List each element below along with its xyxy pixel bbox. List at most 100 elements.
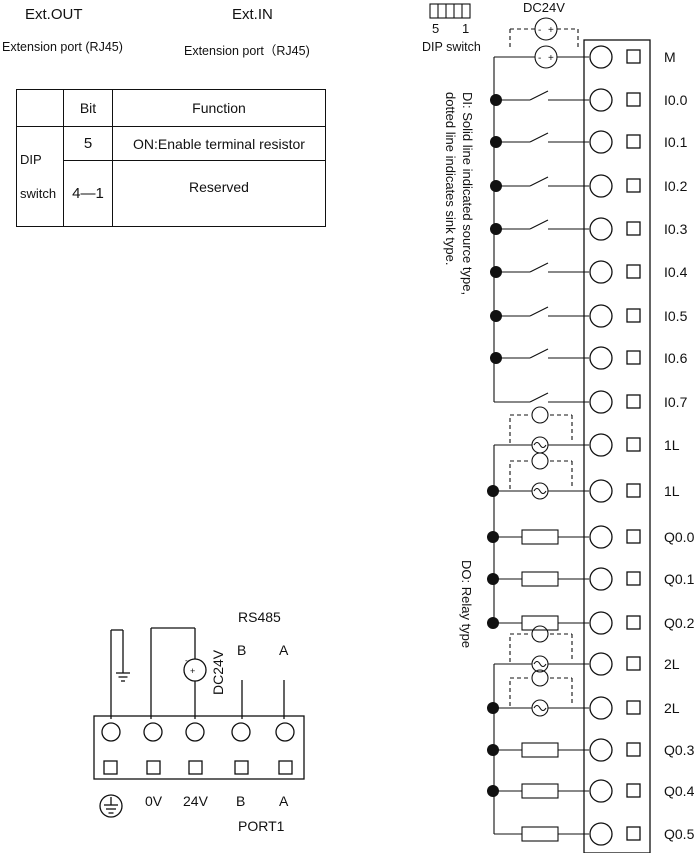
terminal-indicator (626, 264, 641, 279)
port1-terminal-b (231, 722, 251, 742)
di-junction-dot (490, 136, 502, 148)
header-function: Function (112, 89, 326, 127)
terminal-row: I0.0 (589, 88, 688, 112)
terminal-row: Q0.5 (589, 822, 695, 846)
svg-text:-: - (185, 656, 188, 665)
di-input-switch (494, 348, 589, 359)
svg-text:-: - (538, 25, 541, 36)
terminal-row: Q0.0 (589, 525, 695, 549)
dip-number-5: 5 (432, 21, 439, 36)
right-dc24v-label: DC24V (523, 0, 565, 15)
terminal-row: Q0.2 (589, 611, 695, 635)
terminal-row: I0.2 (589, 174, 688, 198)
terminal-screw (589, 567, 613, 591)
group-label-switch: switch (20, 185, 57, 201)
port1-label-b: B (236, 793, 245, 809)
terminal-screw (589, 174, 613, 198)
terminal-screw (589, 260, 613, 284)
dip-switch-caption: DIP switch (422, 40, 481, 54)
ext-in-title: Ext.IN (232, 6, 273, 23)
do-group-2 (487, 625, 589, 842)
terminal-label: Q0.0 (664, 529, 695, 545)
do-junction-dot (487, 702, 499, 714)
terminal-label: Q0.5 (664, 826, 695, 842)
ext-in-description: Extension port（RJ45) (184, 44, 310, 58)
terminal-indicator (626, 437, 641, 452)
do-note: DO: Relay type (459, 560, 474, 648)
di-junction-dot (490, 310, 502, 322)
terminal-list: MI0.0I0.1I0.2I0.3I0.4I0.5I0.6I0.71L1LQ0.… (589, 45, 695, 846)
port1-b-top-label: B (237, 642, 246, 658)
dip-switch-group-label: DIP switch (16, 126, 64, 227)
svg-text:+: + (548, 25, 554, 36)
port1-dc24v-label: DC24V (210, 649, 226, 695)
terminal-row: 1L (589, 433, 680, 457)
terminal-row: I0.7 (589, 390, 688, 414)
port1-label-0v: 0V (145, 793, 163, 809)
terminal-label: Q0.4 (664, 783, 695, 799)
terminal-indicator (626, 49, 641, 64)
terminal-strip (583, 39, 651, 853)
do-junction-dot (487, 617, 499, 629)
terminal-indicator (626, 92, 641, 107)
terminal-label: I0.5 (664, 308, 688, 324)
terminal-screw (589, 738, 613, 762)
di-junction-dot (490, 352, 502, 364)
terminal-row: 1L (589, 479, 680, 503)
terminal-label: I0.1 (664, 134, 688, 150)
earth-ground-icon (99, 794, 123, 818)
terminal-label: I0.3 (664, 221, 688, 237)
port1-block (93, 627, 305, 818)
terminal-screw (589, 346, 613, 370)
terminal-screw (589, 130, 613, 154)
terminal-indicator (626, 529, 641, 544)
terminal-row: Q0.3 (589, 738, 695, 762)
terminal-indicator (626, 483, 641, 498)
row-bit-5: 5 (63, 126, 113, 161)
terminal-screw (589, 611, 613, 635)
terminal-label: 2L (664, 700, 680, 716)
di-input-switch (494, 262, 589, 273)
dc-supply (493, 17, 589, 402)
terminal-row: Q0.4 (589, 779, 695, 803)
di-input-switch (494, 176, 589, 187)
dip-switch-table: Bit Function DIP switch 5 ON:Enable term… (16, 89, 326, 227)
di-input-switch (494, 306, 589, 317)
terminal-indicator (626, 826, 641, 841)
do-group-1 (487, 406, 589, 631)
terminal-indicator (626, 394, 641, 409)
ext-out-title: Ext.OUT (25, 6, 83, 23)
terminal-indicator (626, 615, 641, 630)
terminal-indicator (626, 656, 641, 671)
row-bit-4-1: 4—1 (63, 160, 113, 227)
do-junction-dot (487, 744, 499, 756)
do-junction-dot (487, 531, 499, 543)
di-note-line-1: DI: Solid line indicated source type, (460, 92, 475, 295)
di-input-wiring (490, 90, 589, 403)
terminal-screw (589, 88, 613, 112)
terminal-row: 2L (589, 696, 680, 720)
row-function-reserved: Reserved (112, 160, 326, 227)
terminal-row: I0.5 (589, 304, 688, 328)
terminal-label: I0.2 (664, 178, 688, 194)
port1-label-24v: 24V (183, 793, 209, 809)
terminal-screw (589, 822, 613, 846)
terminal-screw (589, 696, 613, 720)
do-output-wiring (487, 406, 589, 842)
port1-terminal-body (93, 715, 305, 780)
terminal-indicator (626, 700, 641, 715)
row-function-5: ON:Enable terminal resistor (112, 126, 326, 161)
di-junction-dot (490, 266, 502, 278)
port1-label-a: A (279, 793, 289, 809)
di-input-switch (494, 132, 589, 143)
svg-text:+: + (190, 666, 195, 676)
terminal-label: 1L (664, 437, 680, 453)
terminal-screw (589, 304, 613, 328)
svg-text:-: - (538, 53, 541, 64)
terminal-screw (589, 479, 613, 503)
table-corner (16, 89, 64, 127)
terminal-row: Q0.1 (589, 567, 695, 591)
port1-terminal-ground (101, 722, 121, 742)
terminal-label: I0.6 (664, 350, 688, 366)
di-junction-dot (490, 180, 502, 192)
